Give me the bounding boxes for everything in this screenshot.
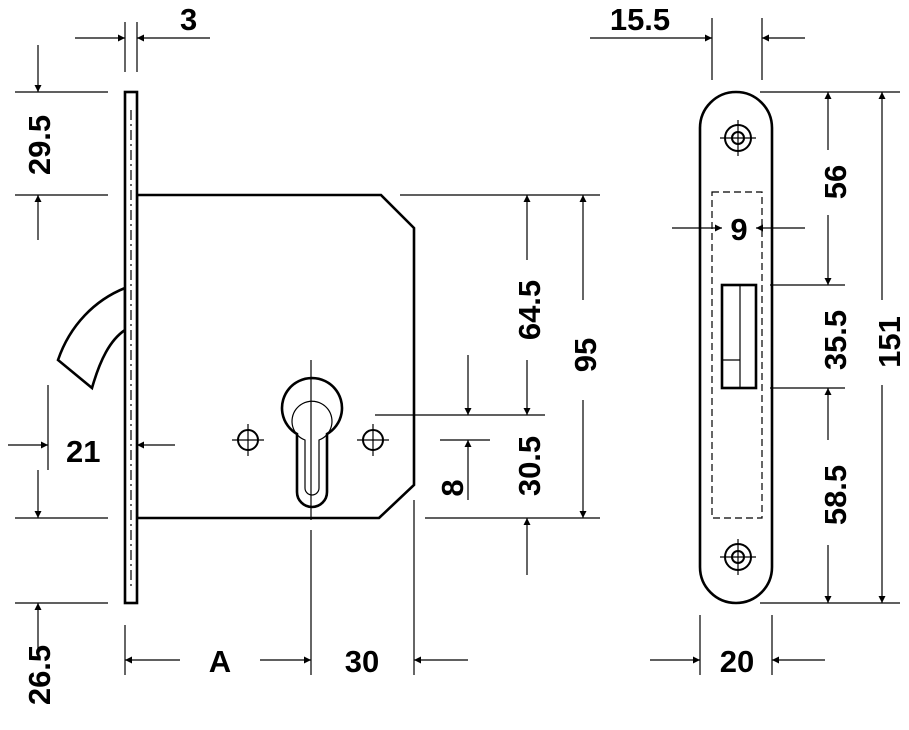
dim-bottom-offset: 26.5 <box>22 645 57 705</box>
dim-top: 56 <box>818 165 853 199</box>
dim-keyhole: 8 <box>435 479 470 496</box>
dim-lower-height: 30.5 <box>512 436 547 496</box>
dim-width: 20 <box>720 644 754 679</box>
dim-body-height: 95 <box>568 338 603 372</box>
latch-opening <box>720 283 758 390</box>
body-outline-hidden <box>711 191 763 519</box>
dim-bolt: 21 <box>66 434 100 469</box>
dim-total-height: 151 <box>872 316 907 368</box>
hook-bolt <box>56 286 127 391</box>
dim-upper-height: 64.5 <box>512 280 547 340</box>
dim-body-front: 30 <box>345 644 379 679</box>
faceplate <box>123 90 139 605</box>
screw-hole-bottom <box>720 539 756 575</box>
dim-latch-height: 35.5 <box>818 310 853 370</box>
screw-hole-top <box>720 120 756 156</box>
screw-hole-right <box>357 424 389 456</box>
right-dimension-lines <box>590 18 900 675</box>
dim-backset: A <box>209 644 231 679</box>
screw-hole-left <box>232 424 264 456</box>
dim-latch-width: 9 <box>730 212 747 247</box>
dim-offset: 15.5 <box>610 2 670 37</box>
lock-body <box>135 193 416 520</box>
faceplate-front-view <box>698 90 774 605</box>
dim-top-offset: 29.5 <box>22 115 57 175</box>
dim-bottom: 58.5 <box>818 465 853 525</box>
left-dimension-lines <box>8 22 600 675</box>
mortise-lock-side-view <box>56 90 416 605</box>
dim-faceplate-thickness: 3 <box>180 2 197 37</box>
